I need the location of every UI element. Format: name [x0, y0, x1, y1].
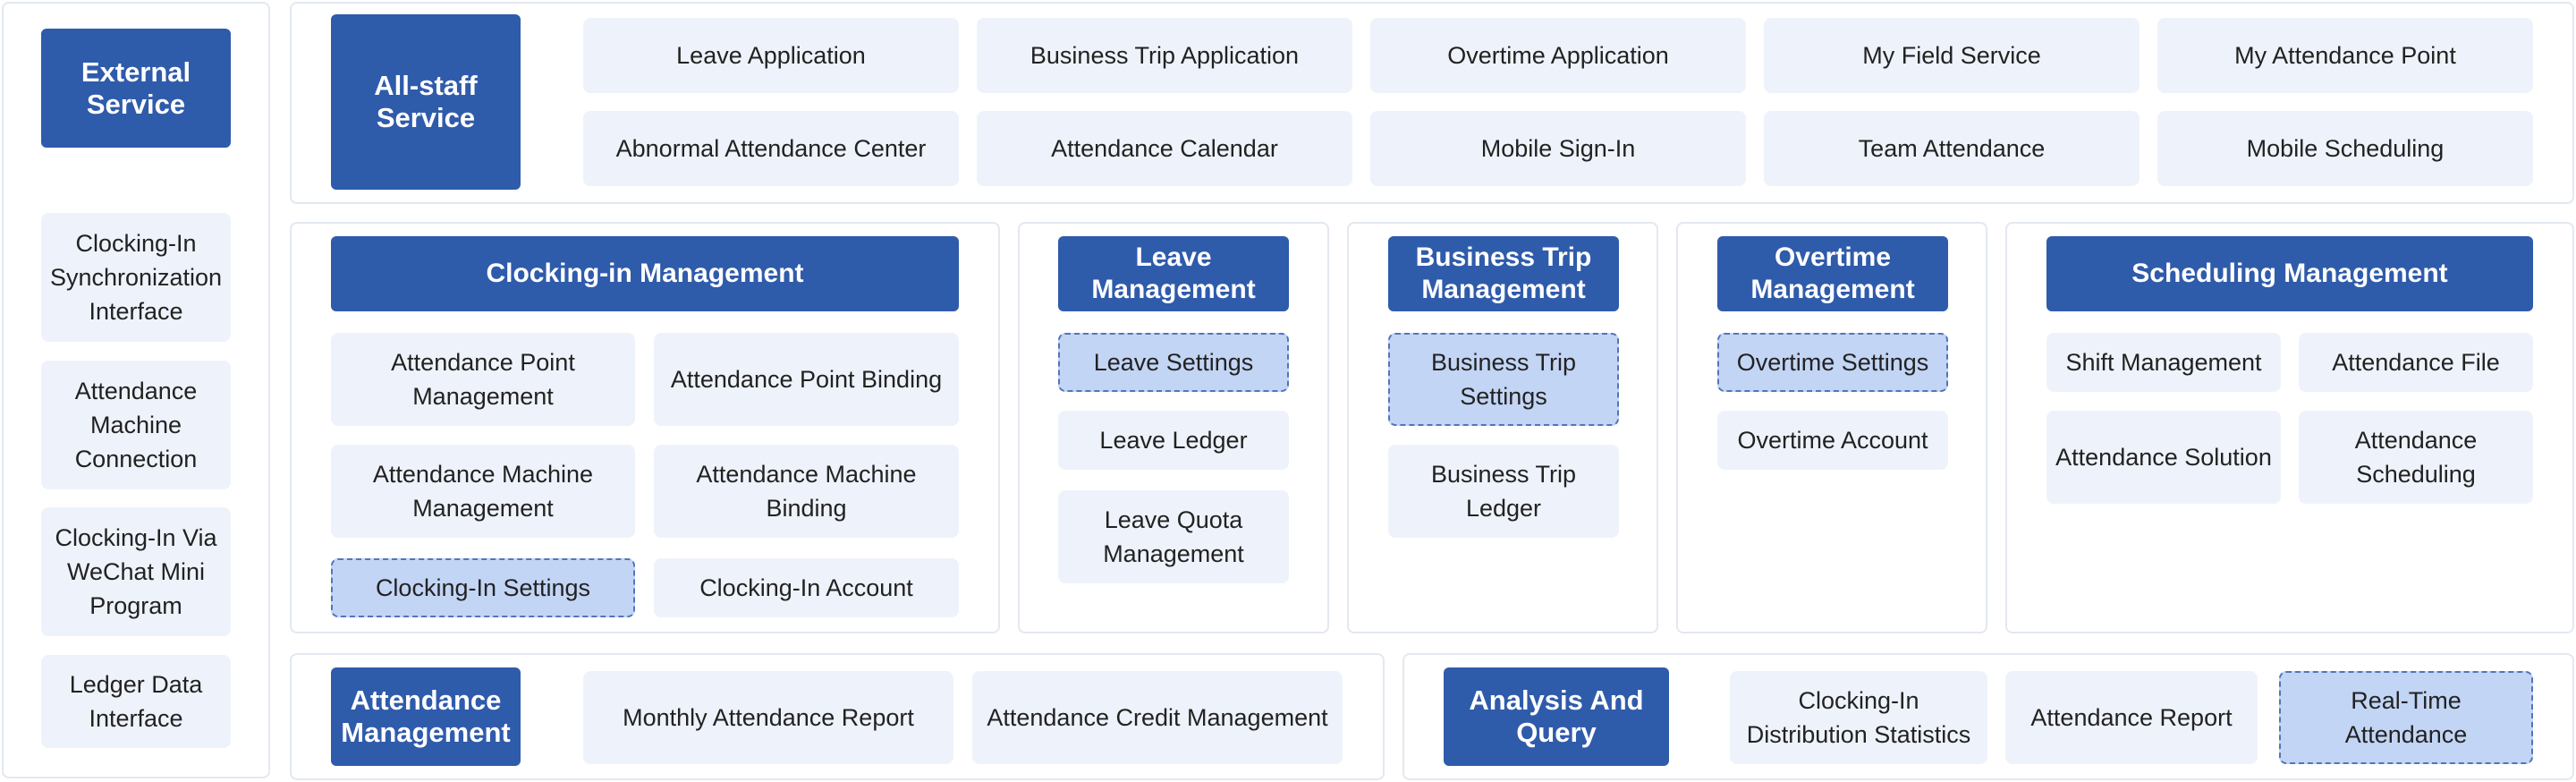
clocking-item-attendance-point-management[interactable]: Attendance Point Management: [331, 333, 635, 426]
external-item-machine-connection[interactable]: Attendance Machine Connection: [41, 361, 231, 489]
external-item-ledger-data-interface[interactable]: Ledger Data Interface: [41, 655, 231, 748]
overtime-management-header: Overtime Management: [1717, 236, 1948, 311]
analysis-item-attendance-report[interactable]: Attendance Report: [2005, 671, 2258, 764]
analysis-item-clocking-in-distribution-statistics[interactable]: Clocking-In Distribution Statistics: [1730, 671, 1987, 764]
external-service-header: External Service: [41, 29, 231, 148]
clocking-management-header: Clocking-in Management: [331, 236, 959, 311]
scheduling-item-attendance-file[interactable]: Attendance File: [2299, 333, 2533, 392]
clocking-item-attendance-machine-binding[interactable]: Attendance Machine Binding: [654, 445, 959, 538]
allstaff-item-team-attendance[interactable]: Team Attendance: [1764, 111, 2140, 186]
scheduling-item-attendance-solution[interactable]: Attendance Solution: [2046, 411, 2281, 504]
overtime-item-overtime-settings[interactable]: Overtime Settings: [1717, 333, 1948, 392]
analysis-item-real-time-attendance[interactable]: Real-Time Attendance: [2279, 671, 2533, 764]
allstaff-item-my-field-service[interactable]: My Field Service: [1764, 18, 2140, 93]
leave-item-leave-ledger[interactable]: Leave Ledger: [1058, 411, 1289, 470]
trip-item-business-trip-settings[interactable]: Business Trip Settings: [1388, 333, 1619, 426]
clocking-item-clocking-in-account[interactable]: Clocking-In Account: [654, 558, 959, 617]
attendance-item-attendance-credit-management[interactable]: Attendance Credit Management: [972, 671, 1343, 764]
clocking-item-attendance-point-binding[interactable]: Attendance Point Binding: [654, 333, 959, 426]
allstaff-item-leave-application[interactable]: Leave Application: [583, 18, 959, 93]
allstaff-service-header: All-staff Service: [331, 14, 521, 190]
allstaff-item-abnormal-attendance-center[interactable]: Abnormal Attendance Center: [583, 111, 959, 186]
leave-item-leave-settings[interactable]: Leave Settings: [1058, 333, 1289, 392]
allstaff-item-my-attendance-point[interactable]: My Attendance Point: [2157, 18, 2533, 93]
allstaff-item-business-trip-application[interactable]: Business Trip Application: [977, 18, 1352, 93]
analysis-query-header: Analysis And Query: [1444, 667, 1669, 766]
allstaff-item-overtime-application[interactable]: Overtime Application: [1370, 18, 1746, 93]
clocking-item-attendance-machine-management[interactable]: Attendance Machine Management: [331, 445, 635, 538]
allstaff-item-mobile-scheduling[interactable]: Mobile Scheduling: [2157, 111, 2533, 186]
scheduling-item-attendance-scheduling[interactable]: Attendance Scheduling: [2299, 411, 2533, 504]
attendance-item-monthly-attendance-report[interactable]: Monthly Attendance Report: [583, 671, 953, 764]
external-item-sync-interface[interactable]: Clocking-In Synchronization Interface: [41, 213, 231, 342]
overtime-item-overtime-account[interactable]: Overtime Account: [1717, 411, 1948, 470]
scheduling-management-header: Scheduling Management: [2046, 236, 2533, 311]
scheduling-item-shift-management[interactable]: Shift Management: [2046, 333, 2281, 392]
trip-item-business-trip-ledger[interactable]: Business Trip Ledger: [1388, 445, 1619, 538]
attendance-management-header: Attendance Management: [331, 667, 521, 766]
business-trip-management-header: Business Trip Management: [1388, 236, 1619, 311]
clocking-item-clocking-in-settings[interactable]: Clocking-In Settings: [331, 558, 635, 617]
allstaff-item-mobile-sign-in[interactable]: Mobile Sign-In: [1370, 111, 1746, 186]
leave-management-header: Leave Management: [1058, 236, 1289, 311]
leave-item-leave-quota-management[interactable]: Leave Quota Management: [1058, 490, 1289, 583]
external-item-wechat-mini-program[interactable]: Clocking-In Via WeChat Mini Program: [41, 507, 231, 636]
allstaff-item-attendance-calendar[interactable]: Attendance Calendar: [977, 111, 1352, 186]
